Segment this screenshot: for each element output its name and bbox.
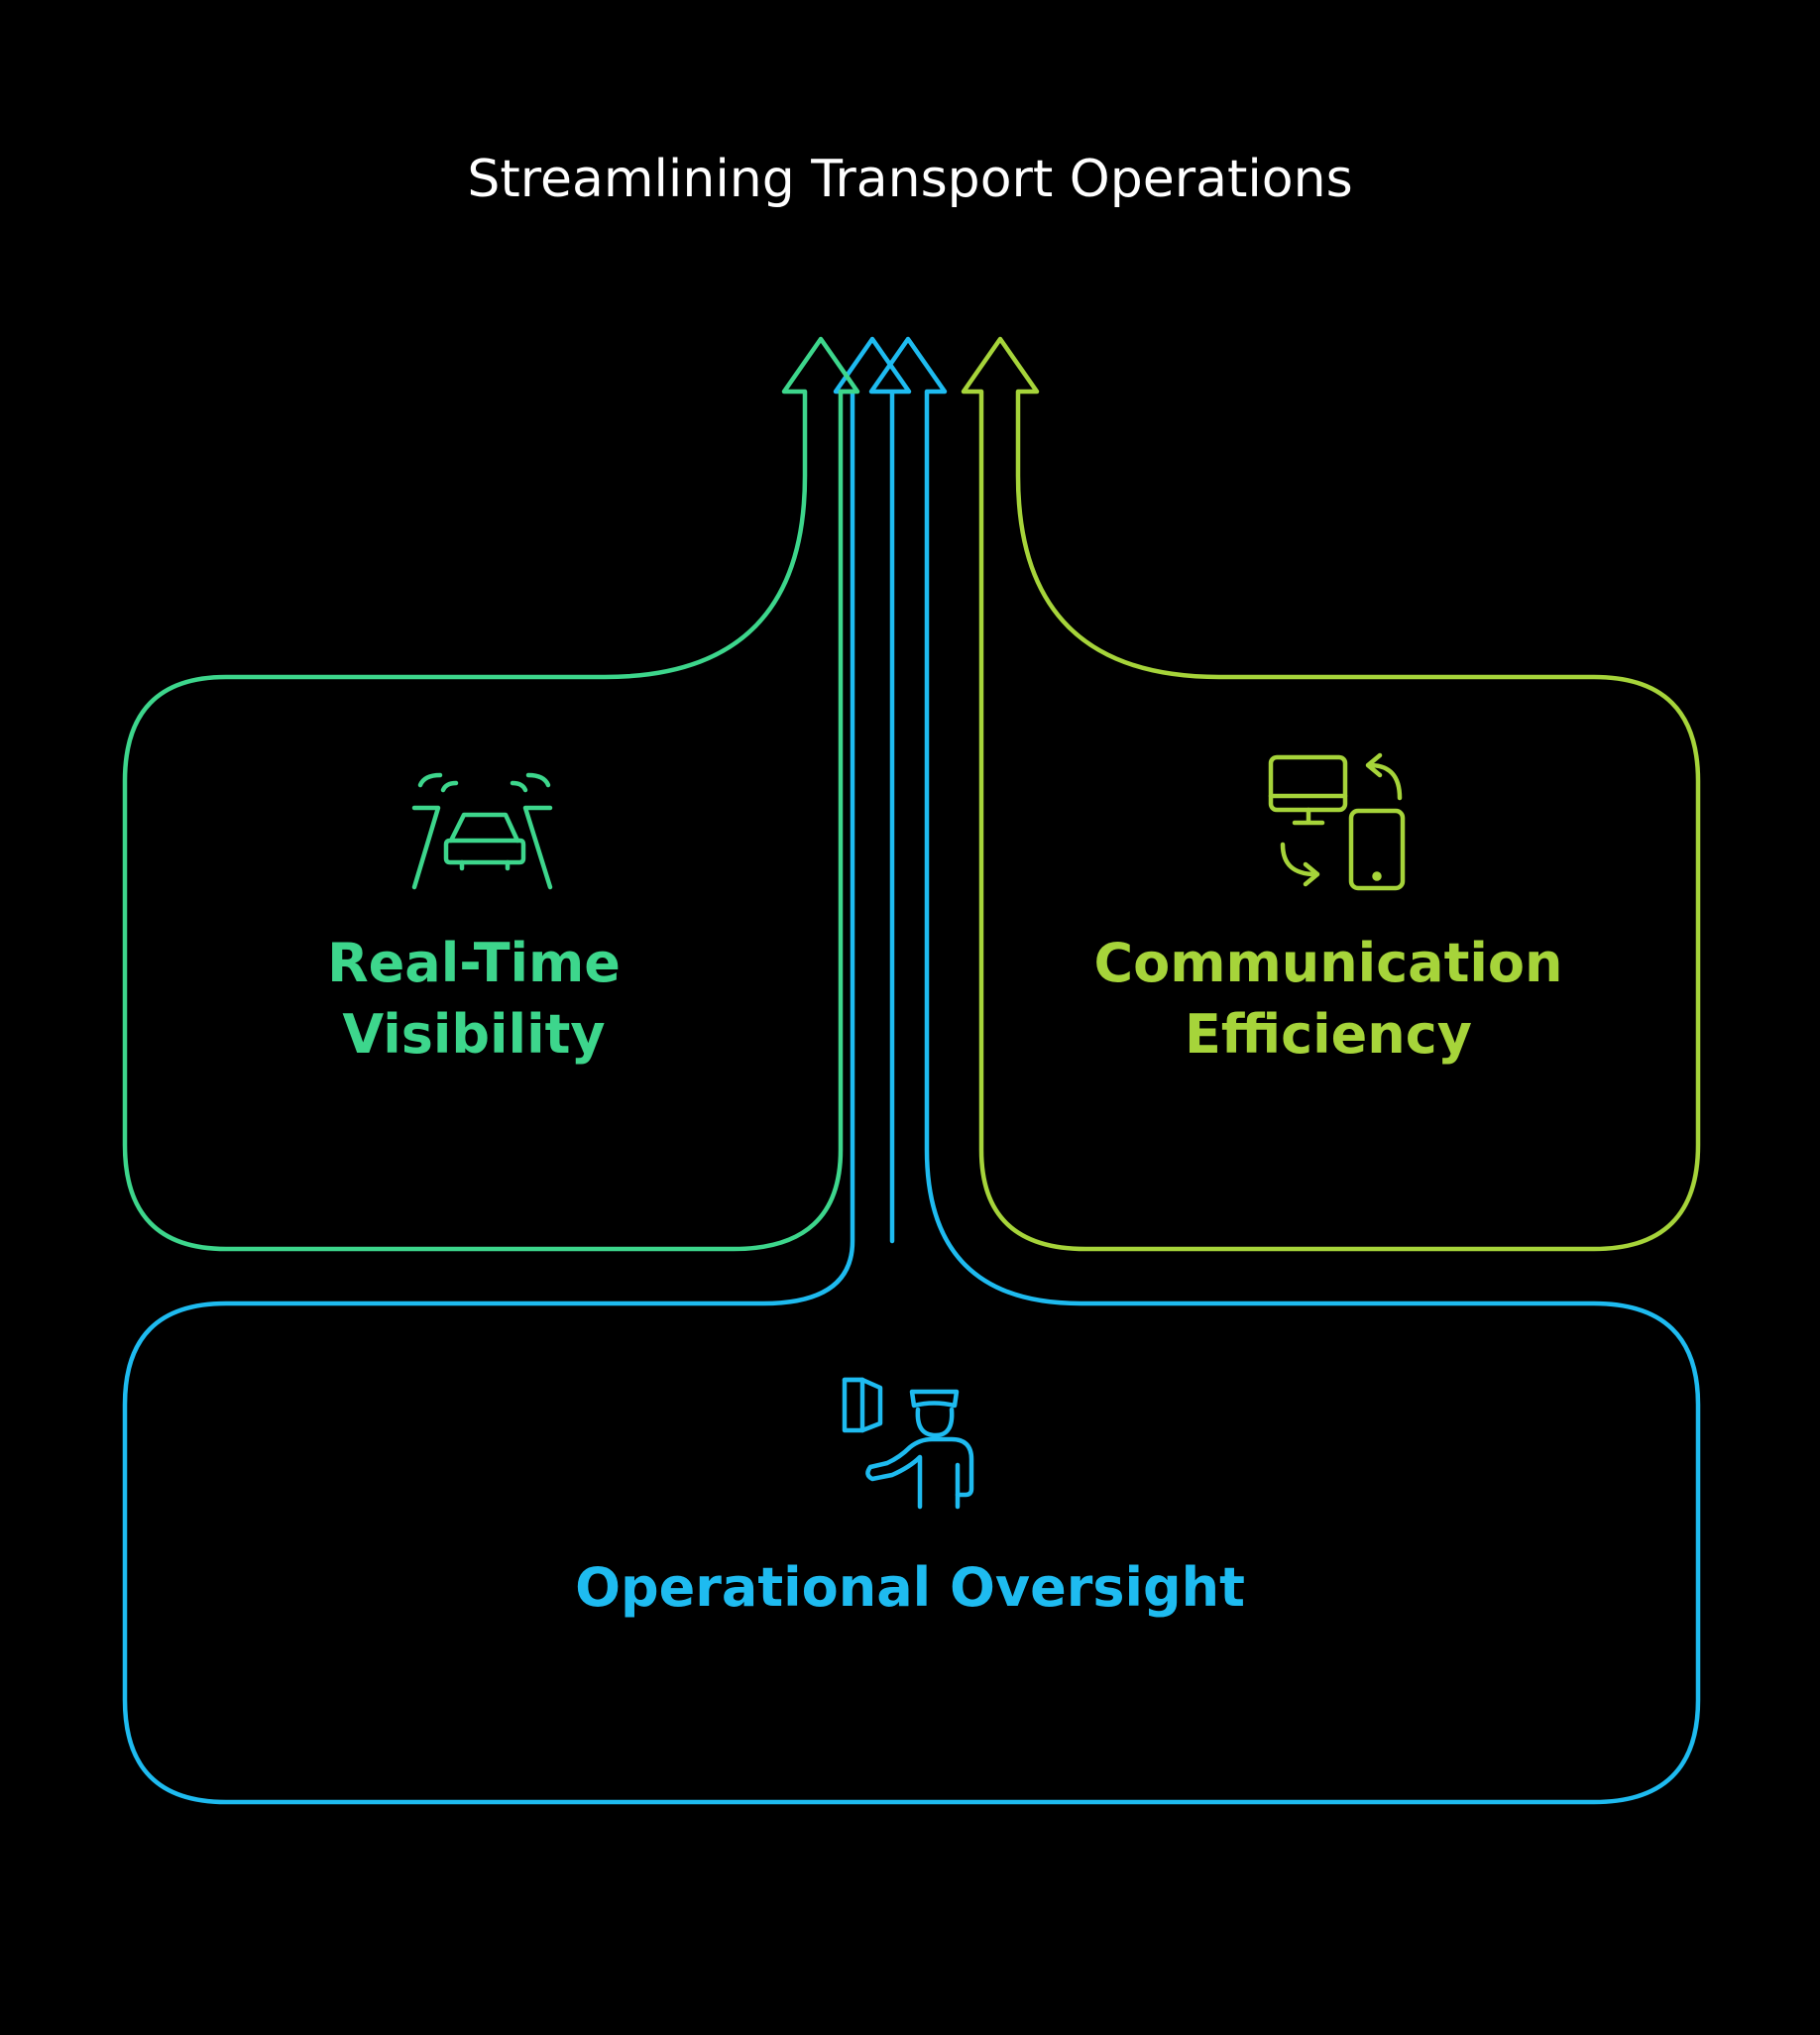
operational-oversight-label: Operational Oversight xyxy=(127,1552,1693,1624)
real-time-visibility-label-line1: Real-Time xyxy=(327,932,621,994)
operational-oversight-label-text: Operational Oversight xyxy=(575,1556,1245,1619)
communication-efficiency-label-line1: Communication xyxy=(1093,932,1563,994)
real-time-visibility-arrow-box xyxy=(122,336,860,1252)
car-with-sensor-waves-icon xyxy=(411,772,553,890)
real-time-visibility-label: Real-Time Visibility xyxy=(127,928,821,1071)
communication-efficiency-label-line2: Efficiency xyxy=(1185,1003,1472,1066)
operational-oversight-arrow-box xyxy=(122,336,1701,1805)
traffic-officer-with-box-icon xyxy=(842,1377,974,1510)
desktop-mobile-sync-icon xyxy=(1268,752,1406,891)
communication-efficiency-arrow-box xyxy=(961,336,1701,1252)
communication-efficiency-label: Communication Efficiency xyxy=(981,928,1675,1071)
real-time-visibility-label-line2: Visibility xyxy=(342,1003,606,1066)
page-title: Streamlining Transport Operations xyxy=(467,150,1353,209)
